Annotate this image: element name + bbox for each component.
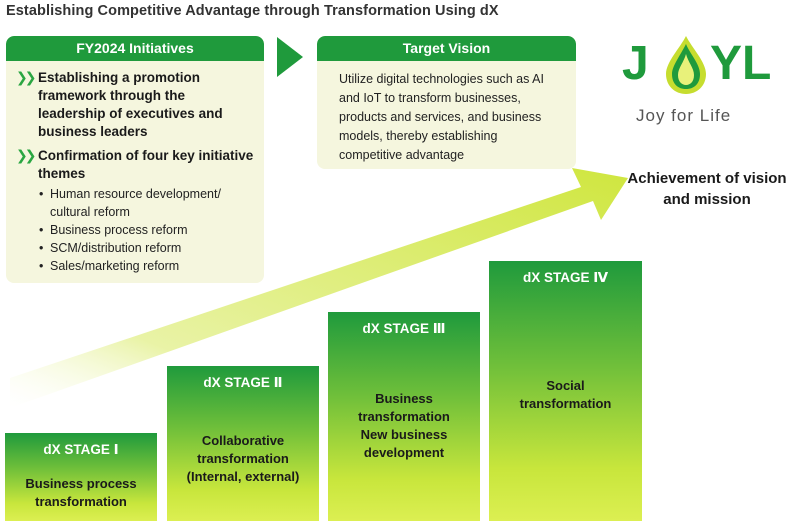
logo-letter-j: J (622, 37, 649, 90)
droplet-icon (666, 36, 706, 94)
goal-label: Achievement of vision and mission (627, 170, 787, 208)
initiative-item: ❯❯ Confirmation of four key initiative t… (14, 147, 256, 275)
stage-1-box: dX STAGE Ⅰ Business process transformati… (5, 433, 157, 521)
vision-text: Utilize digital technologies such as AI … (339, 72, 544, 162)
double-chevron-icon: ❯❯ (16, 147, 37, 163)
stage-title: dX STAGE Ⅱ (203, 375, 283, 390)
stage-4-box: dX STAGE Ⅳ Social transformation (489, 261, 642, 521)
logo-tagline: Joy for Life (636, 106, 732, 125)
stage-title: dX STAGE Ⅳ (522, 270, 609, 285)
theme-list: Human resource development/ cultural ref… (38, 185, 256, 275)
stage-desc-line: New business (360, 427, 448, 442)
stage-desc-line: (Internal, external) (186, 469, 300, 484)
theme-item: Human resource development/ cultural ref… (38, 185, 256, 221)
stage-desc-line: development (363, 445, 445, 460)
vision-header: Target Vision (317, 36, 576, 61)
joyl-logo: J YL Joy for Life (622, 32, 772, 132)
initiative-heading: Establishing a promotion framework throu… (38, 70, 223, 139)
initiative-heading: Confirmation of four key initiative them… (38, 148, 254, 181)
initiative-item: ❯❯ Establishing a promotion framework th… (14, 69, 256, 141)
stage-desc-line: Business (375, 391, 433, 406)
stage-3-box: dX STAGE Ⅲ Business transformation New b… (328, 312, 480, 521)
stage-desc-line: Social (546, 378, 585, 393)
page-title: Establishing Competitive Advantage throu… (6, 3, 499, 19)
theme-item: Sales/marketing reform (38, 257, 256, 275)
stage-desc-line: transformation (197, 451, 289, 466)
stage-title: dX STAGE Ⅲ (362, 321, 446, 336)
double-chevron-icon: ❯❯ (16, 69, 37, 85)
right-arrow-icon (277, 37, 303, 77)
theme-item: Business process reform (38, 221, 256, 239)
stage-desc-line: transformation (358, 409, 450, 424)
theme-item: SCM/distribution reform (38, 239, 256, 257)
stage-title: dX STAGE Ⅰ (43, 442, 119, 457)
stage-desc-line: Business process (25, 476, 137, 491)
stage-desc-line: transformation (35, 494, 127, 509)
initiatives-panel: FY2024 Initiatives ❯❯ Establishing a pro… (6, 36, 264, 283)
stage-2-box: dX STAGE Ⅱ Collaborative transformation … (167, 366, 319, 521)
logo-letters-yl: YL (710, 37, 772, 90)
stage-desc-line: Collaborative (201, 433, 285, 448)
vision-panel: Target Vision Utilize digital technologi… (317, 36, 576, 169)
initiatives-header: FY2024 Initiatives (6, 36, 264, 61)
stage-desc-line: transformation (519, 396, 612, 411)
